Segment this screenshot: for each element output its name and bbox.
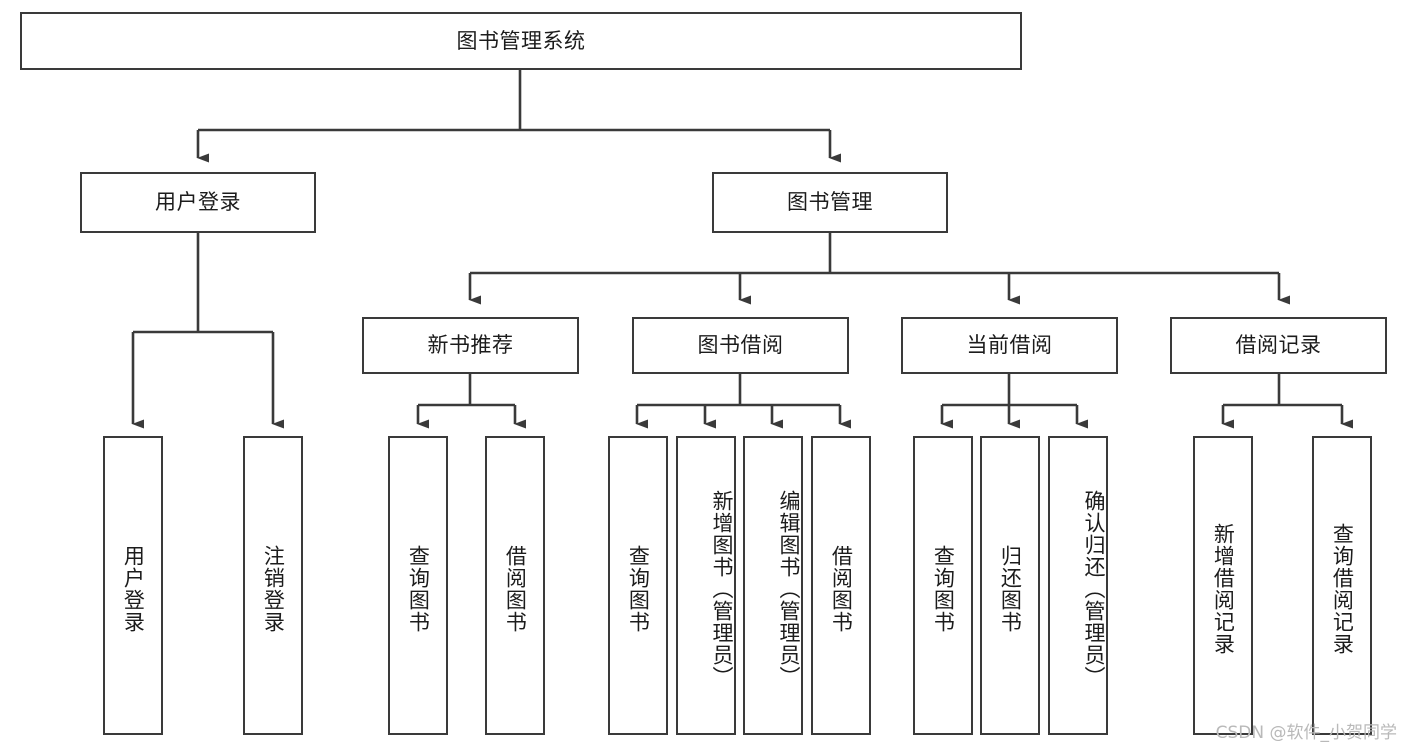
node-user-login[interactable]: 用户登录	[80, 172, 316, 233]
leaf-query-borrow-record[interactable]: 查询借阅记录	[1312, 436, 1372, 735]
edge-group-login	[131, 233, 284, 429]
leaf-confirm-return-admin-label: 确认归还（管理员）	[1082, 489, 1106, 688]
leaf-borrow-book-borrow[interactable]: 借阅图书	[811, 436, 871, 735]
leaf-query-book-borrow-label: 查询图书	[626, 544, 651, 633]
leaf-add-book-admin-label: 新增图书（管理员）	[710, 489, 734, 688]
leaf-add-borrow-record[interactable]: 新增借阅记录	[1193, 436, 1253, 735]
edge-group-book-mgmt	[468, 233, 1290, 305]
leaf-query-book-recommend[interactable]: 查询图书	[388, 436, 448, 735]
leaf-query-book-current-label: 查询图书	[931, 544, 956, 633]
edge-group-borrow-record	[1221, 374, 1353, 429]
csdn-watermark: CSDN @软件_小贺同学	[1215, 723, 1397, 743]
leaf-user-logout-label: 注销登录	[261, 544, 286, 633]
leaf-borrow-book-recommend[interactable]: 借阅图书	[485, 436, 545, 735]
leaf-user-login-label: 用户登录	[121, 544, 146, 633]
leaf-return-book-label: 归还图书	[998, 544, 1023, 633]
leaf-borrow-book-borrow-label: 借阅图书	[829, 544, 854, 633]
leaf-query-book-current[interactable]: 查询图书	[913, 436, 973, 735]
node-current-borrow[interactable]: 当前借阅	[901, 317, 1118, 374]
leaf-borrow-book-recommend-label: 借阅图书	[503, 544, 528, 633]
edge-group-new-book-rec	[416, 374, 526, 429]
leaf-edit-book-admin[interactable]: 编辑图书（管理员）	[743, 436, 803, 735]
node-book-borrow[interactable]: 图书借阅	[632, 317, 849, 374]
leaf-confirm-return-admin[interactable]: 确认归还（管理员）	[1048, 436, 1108, 735]
leaf-user-login[interactable]: 用户登录	[103, 436, 163, 735]
leaf-add-book-admin[interactable]: 新增图书（管理员）	[676, 436, 736, 735]
node-borrow-record[interactable]: 借阅记录	[1170, 317, 1387, 374]
leaf-return-book[interactable]: 归还图书	[980, 436, 1040, 735]
node-root-system[interactable]: 图书管理系统	[20, 12, 1022, 70]
edge-group-current-borrow	[940, 374, 1088, 429]
leaf-add-borrow-record-label: 新增借阅记录	[1211, 522, 1236, 655]
node-book-management[interactable]: 图书管理	[712, 172, 948, 233]
leaf-edit-book-admin-label: 编辑图书（管理员）	[777, 489, 801, 688]
leaf-query-borrow-record-label: 查询借阅记录	[1330, 522, 1355, 655]
edge-group-book-borrow	[635, 374, 851, 429]
leaf-user-logout[interactable]: 注销登录	[243, 436, 303, 735]
leaf-query-book-borrow[interactable]: 查询图书	[608, 436, 668, 735]
edge-group-root	[196, 70, 841, 163]
node-new-book-recommend[interactable]: 新书推荐	[362, 317, 579, 374]
leaf-query-book-recommend-label: 查询图书	[406, 544, 431, 633]
